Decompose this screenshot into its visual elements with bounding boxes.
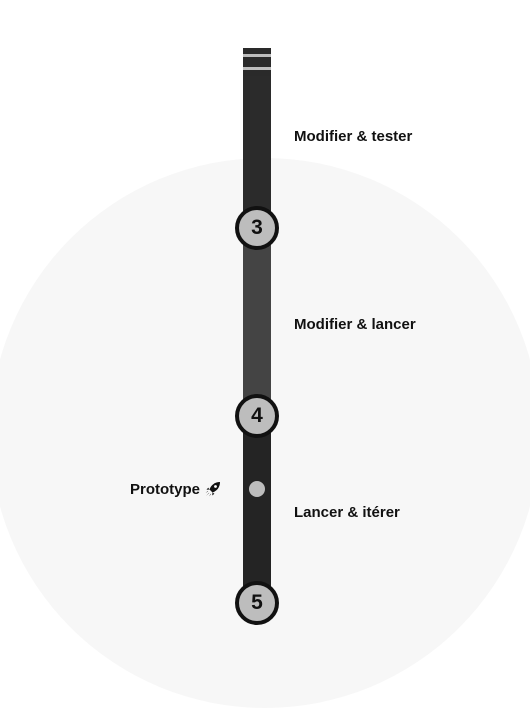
phase-label-modifier-tester: Modifier & tester xyxy=(294,128,413,145)
step-node-3: 3 xyxy=(235,206,279,250)
step-node-5: 5 xyxy=(235,581,279,625)
milestone-dot xyxy=(249,481,265,497)
timeline-track-top-cap xyxy=(243,48,271,76)
timeline-segment-1 xyxy=(243,76,271,228)
phase-label-modifier-lancer: Modifier & lancer xyxy=(294,316,416,333)
timeline-segment-3 xyxy=(243,416,271,604)
phase-label-lancer-iterer: Lancer & itérer xyxy=(294,504,400,521)
milestone-label: Prototype xyxy=(129,480,200,498)
milestone-prototype: Prototype xyxy=(130,480,222,498)
step-node-4: 4 xyxy=(235,394,279,438)
track-stripe xyxy=(243,67,271,70)
track-stripe xyxy=(243,54,271,57)
rocket-icon xyxy=(204,480,222,498)
timeline-segment-2 xyxy=(243,228,271,416)
